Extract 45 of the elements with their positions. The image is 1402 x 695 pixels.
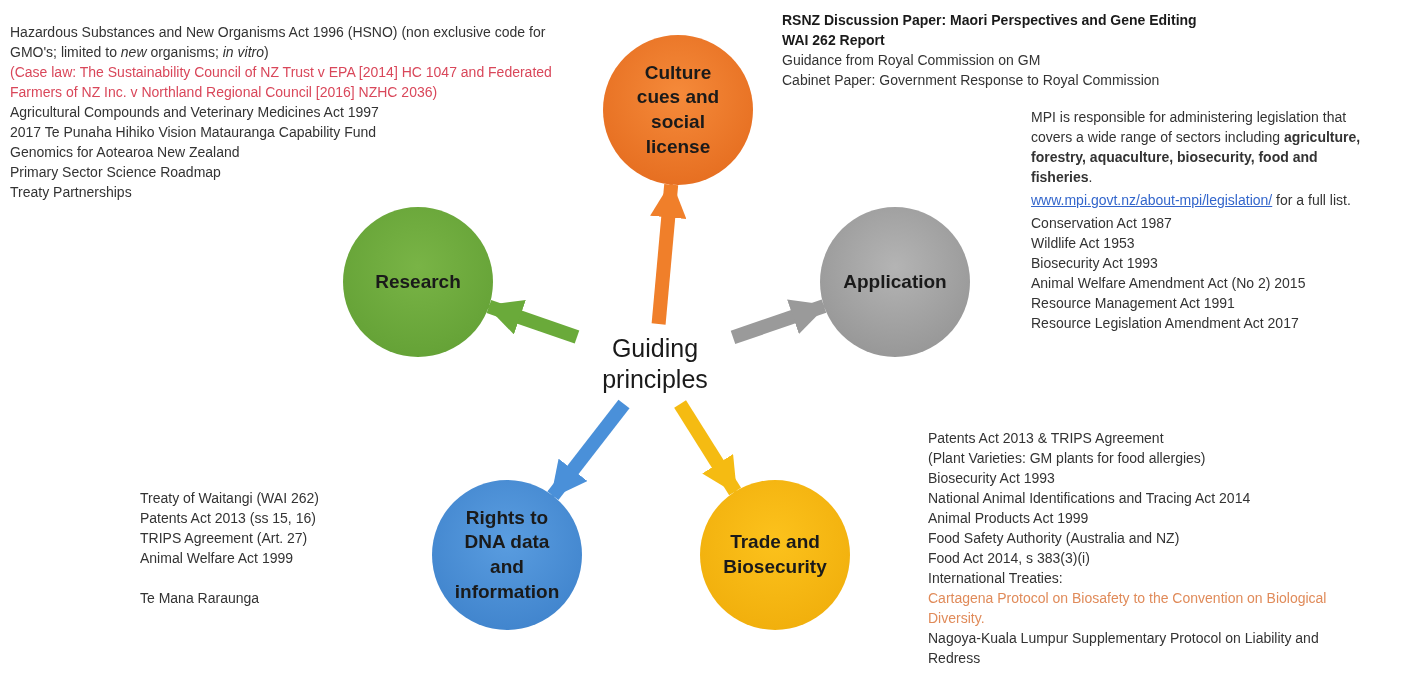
legislation-item: 2017 Te Punaha Hihiko Vision Matauranga Capability Fund — [10, 123, 378, 142]
circle-label: Research — [375, 269, 461, 294]
legislation-item: Patents Act 2013 (ss 15, 16) — [140, 509, 317, 528]
circle-label: Application — [843, 269, 947, 294]
arrow — [730, 299, 828, 344]
legislation-item: Biosecurity Act 1993 — [928, 469, 1056, 488]
legislation-item: Treaty of Waitangi (WAI 262) — [140, 489, 320, 508]
legislation-item: Wildlife Act 1953 — [1031, 234, 1136, 253]
legislation-item: Animal Welfare Act 1999 — [140, 549, 295, 568]
legislation-item: (Plant Varieties: GM plants for food allergies) — [928, 449, 1207, 468]
legislation-item: Agricultural Compounds and Veterinary Medicines Act 1997 — [10, 103, 380, 122]
web-link: www.mpi.govt.nz/about-mpi/legislation/ — [1031, 192, 1273, 208]
legislation-item: Food Act 2014, s 383(3)(i) — [928, 549, 1091, 568]
legislation-item: Animal Welfare Amendment Act (No 2) 2015 — [1031, 274, 1307, 293]
legislation-item: Resource Legislation Amendment Act 2017 — [1031, 314, 1300, 333]
arrow — [674, 400, 742, 496]
legislation-item: Treaty Partnerships — [10, 183, 133, 202]
legislation-item: RSNZ Discussion Paper: Maori Perspectives and Gene Editing — [782, 11, 1198, 30]
legislation-item: National Animal Identifications and Tracing Act 2014 — [928, 489, 1252, 508]
circle-label: Rights to DNA data and information — [453, 505, 561, 604]
legislation-item: (Case law: The Sustainability Council of NZ Trust v EPA [2014] HC 1047 and Federated Farmers of NZ Inc. v Northland Regional Council [2016] NZHC 2036) — [10, 63, 553, 102]
arrow — [650, 181, 687, 325]
legislation-item: Food Safety Authority (Australia and NZ) — [928, 529, 1181, 548]
legislation-item: Te Mana Raraunga — [140, 589, 261, 608]
legislation-item: Hazardous Substances and New Organisms Act 1996 (HSNO) (non exclusive code for GMO's; limited to new organisms; in vitro) — [10, 23, 547, 62]
legislation-item: Nagoya-Kuala Lumpur Supplementary Protocol on Liability and Redress — [928, 629, 1320, 668]
legislation-item: International Treaties: — [928, 569, 1064, 588]
legislation-item: MPI is responsible for administering legislation that covers a wide range of sectors including agriculture, forestry, aquaculture, biosecurity, food and fisheries. — [1031, 108, 1362, 187]
arrow — [547, 399, 630, 500]
legislation-item: WAI 262 Report — [782, 31, 886, 50]
legislation-item: Biosecurity Act 1993 — [1031, 254, 1159, 273]
legislation-item: Primary Sector Science Roadmap — [10, 163, 222, 182]
legislation-item: Conservation Act 1987 — [1031, 214, 1173, 233]
legislation-item: Animal Products Act 1999 — [928, 509, 1090, 528]
legislation-item: www.mpi.govt.nz/about-mpi/legislation/ for a full list. — [1031, 191, 1352, 210]
legislation-item: Cabinet Paper: Government Response to Royal Commission — [782, 71, 1161, 90]
legislation-item: Resource Management Act 1991 — [1031, 294, 1236, 313]
legislation-item: Patents Act 2013 & TRIPS Agreement — [928, 429, 1165, 448]
circle-label: Culture cues and social license — [635, 60, 721, 159]
legislation-item: Guidance from Royal Commission on GM — [782, 51, 1042, 70]
legislation-item: Genomics for Aotearoa New Zealand — [10, 143, 241, 162]
legislation-item: Cartagena Protocol on Biosafety to the Convention on Biological Diversity. — [928, 589, 1328, 628]
legislation-item: TRIPS Agreement (Art. 27) — [140, 529, 309, 548]
circle-label: Trade and Biosecurity — [722, 530, 828, 579]
center-label: Guiding principles — [585, 330, 725, 398]
